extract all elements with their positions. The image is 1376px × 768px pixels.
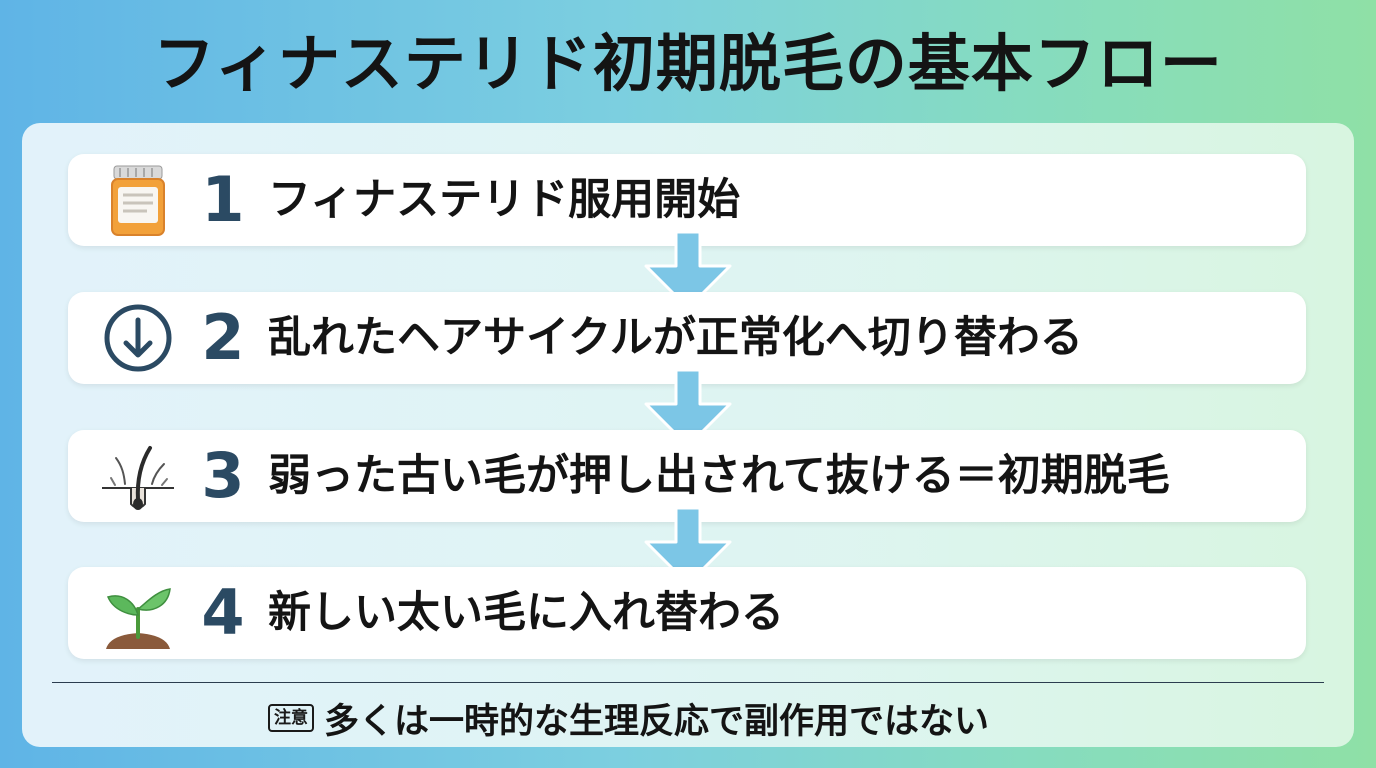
- step-number: 4: [201, 576, 245, 649]
- note-text: 多くは一時的な生理反応で副作用ではない: [324, 701, 990, 742]
- step-label: 新しい太い毛に入れ替わる: [268, 588, 784, 638]
- step-label: 弱った古い毛が押し出されて抜ける＝初期脱毛: [268, 451, 1170, 501]
- down-arrow-icon: [644, 508, 732, 586]
- note-badge: 注意: [268, 704, 314, 732]
- step-label: フィナステリド服用開始: [268, 175, 741, 225]
- hair-follicle-icon: [100, 438, 176, 514]
- flow-step-2: 2 乱れたヘアサイクルが正常化へ切り替わる: [68, 292, 1306, 384]
- divider: [52, 682, 1324, 683]
- note: 注意 多くは一時的な生理反応で副作用ではない: [268, 694, 989, 742]
- page-title: フィナステリド初期脱毛の基本フロー: [153, 27, 1223, 100]
- flow-step-1: 1 フィナステリド服用開始: [68, 154, 1306, 246]
- step-number: 2: [201, 301, 245, 374]
- flow-step-4: 4 新しい太い毛に入れ替わる: [68, 567, 1306, 659]
- step-number: 3: [201, 439, 245, 512]
- flow-step-3: 3 弱った古い毛が押し出されて抜ける＝初期脱毛: [68, 430, 1306, 522]
- down-arrow-icon: [644, 232, 732, 310]
- medicine-bottle-icon: [100, 162, 176, 238]
- sprout-icon: [100, 575, 176, 651]
- circle-down-arrow-icon: [100, 300, 176, 376]
- down-arrow-icon: [644, 370, 732, 448]
- step-number: 1: [201, 163, 245, 236]
- step-label: 乱れたヘアサイクルが正常化へ切り替わる: [268, 313, 1083, 363]
